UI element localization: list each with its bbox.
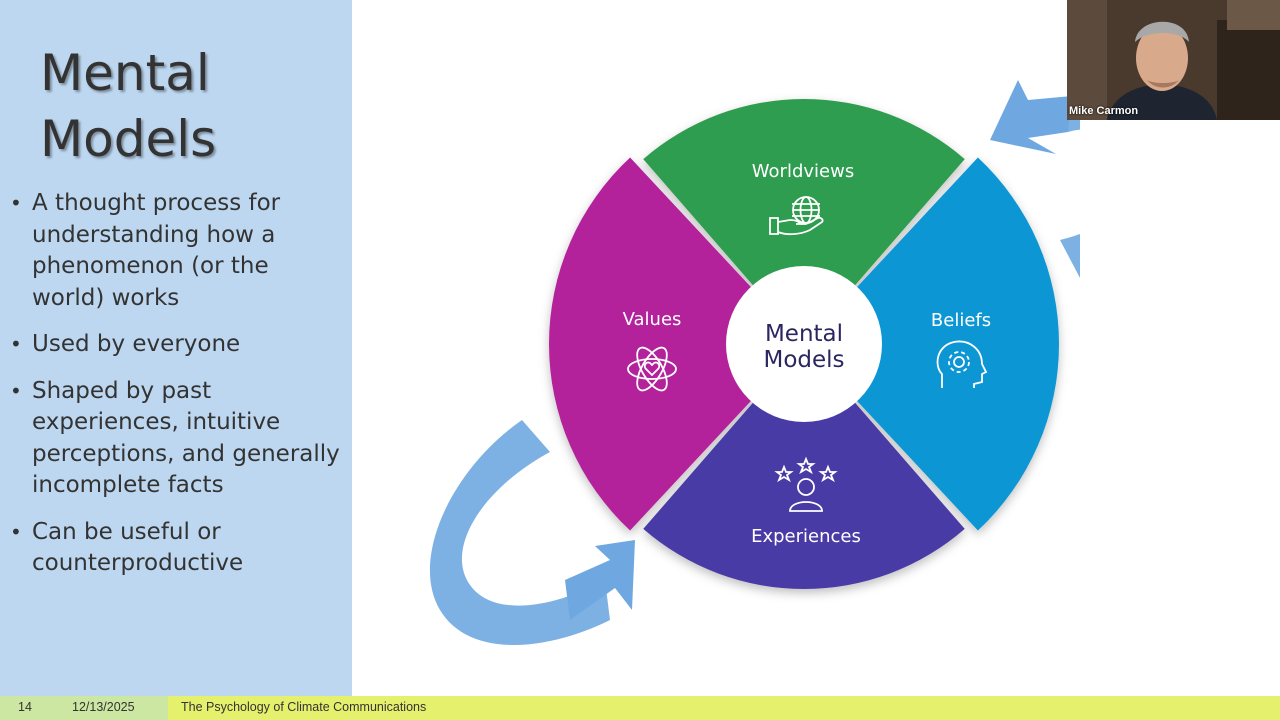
bullet-text: Shaped by past experiences, intuitive pe… bbox=[32, 377, 340, 499]
cycle-arrow-bottom-left bbox=[429, 420, 635, 645]
bullet-item: • Shaped by past experiences, intuitive p… bbox=[10, 376, 340, 502]
title-line-2: Models bbox=[40, 110, 217, 168]
footer-title: The Psychology of Climate Communications bbox=[181, 700, 427, 714]
left-text-panel: Mental Models • A thought process for und… bbox=[0, 0, 352, 696]
segment-beliefs bbox=[851, 157, 1060, 531]
arrow-band bbox=[429, 420, 610, 645]
mental-models-diagram: Mental Models Worldviews Beliefs Experie… bbox=[429, 80, 1080, 645]
bullet-text: A thought process for understanding how … bbox=[32, 190, 281, 311]
bullet-text: Can be useful or counterproductive bbox=[32, 518, 244, 577]
bullet-dot: • bbox=[10, 519, 22, 544]
slide-title: Mental Models bbox=[40, 40, 216, 172]
slide-number: 14 bbox=[18, 700, 32, 714]
bullet-dot: • bbox=[10, 191, 22, 215]
center-label-line-2: Models bbox=[763, 347, 844, 373]
person-with-stars-icon bbox=[774, 456, 838, 512]
bullet-dot: • bbox=[10, 332, 22, 356]
center-circle bbox=[726, 266, 882, 422]
arrow-glare bbox=[465, 527, 565, 603]
segment-label-worldviews: Worldviews bbox=[752, 161, 854, 182]
head-with-gear-icon bbox=[936, 340, 988, 388]
segment-worldviews bbox=[643, 99, 965, 292]
arrow-head bbox=[990, 80, 1072, 154]
footer-left-band bbox=[0, 696, 168, 720]
bullet-item: • Can be useful or counterproductive bbox=[10, 517, 340, 580]
segment-values bbox=[549, 157, 757, 531]
participant-video-tile[interactable]: Mike Carmon bbox=[1067, 0, 1280, 120]
bullet-dot: • bbox=[10, 378, 22, 403]
segment-label-values: Values bbox=[623, 309, 682, 330]
bullet-item: • Used by everyone bbox=[10, 329, 340, 361]
bullet-list: • A thought process for understanding how… bbox=[10, 188, 340, 595]
segment-label-experiences: Experiences bbox=[751, 526, 861, 547]
arrow-head bbox=[565, 540, 635, 620]
bullet-text: Used by everyone bbox=[32, 331, 241, 357]
segments-group bbox=[549, 99, 1060, 589]
globe-in-hand-icon bbox=[769, 196, 824, 236]
center-label-line-1: Mental bbox=[765, 321, 843, 347]
participant-video bbox=[1067, 0, 1280, 120]
participant-name: Mike Carmon bbox=[1069, 105, 1139, 117]
slide-date: 12/13/2025 bbox=[72, 700, 135, 714]
segment-label-beliefs: Beliefs bbox=[931, 310, 991, 331]
atom-heart-icon bbox=[627, 346, 677, 392]
segment-experiences bbox=[643, 396, 965, 589]
bullet-item: • A thought process for understanding how… bbox=[10, 188, 340, 314]
title-line-1: Mental bbox=[40, 44, 210, 102]
footer-bar bbox=[0, 696, 1280, 720]
